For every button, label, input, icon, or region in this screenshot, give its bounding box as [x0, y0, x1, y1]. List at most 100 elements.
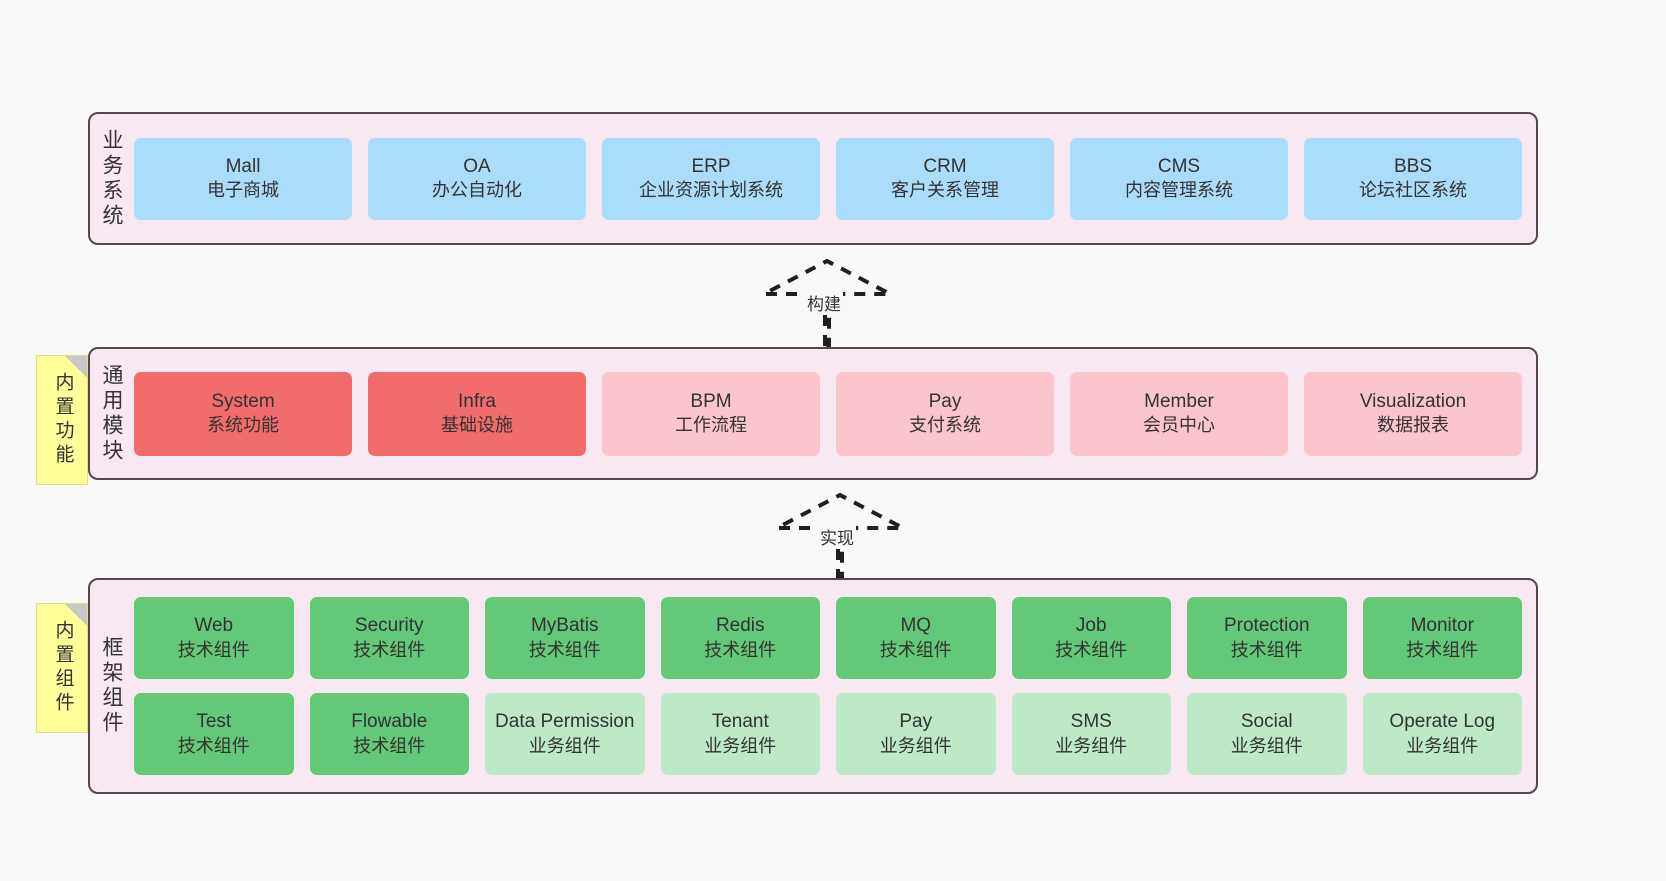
layer-label-framework-component: 框架组件 [90, 580, 132, 792]
card-title: Member [1144, 390, 1214, 412]
card-social[interactable]: Social 业务组件 [1187, 693, 1347, 775]
card-subtitle: 技术组件 [1406, 639, 1479, 660]
card-protection[interactable]: Protection 技术组件 [1187, 597, 1347, 679]
card-title: Social [1240, 711, 1293, 733]
card-subtitle: 支付系统 [909, 415, 981, 436]
card-title: Visualization [1359, 390, 1467, 412]
card-subtitle: 业务组件 [528, 735, 601, 756]
card-subtitle: 技术组件 [177, 735, 250, 756]
card-mybatis[interactable]: MyBatis 技术组件 [485, 597, 645, 679]
card-title: Pay [899, 711, 933, 733]
card-title: Tenant [711, 711, 769, 733]
card-pay-module[interactable]: Pay 支付系统 [836, 371, 1054, 456]
card-title: MQ [900, 615, 932, 637]
card-row-business: Mall 电子商城 OA 办公自动化 ERP 企业资源计划系统 CRM 客户关系… [134, 137, 1522, 220]
card-flowable[interactable]: Flowable 技术组件 [309, 693, 469, 775]
card-title: OA [463, 155, 491, 177]
card-subtitle: 数据报表 [1377, 415, 1449, 436]
card-title: Web [194, 615, 234, 637]
card-subtitle: 技术组件 [177, 639, 250, 660]
card-subtitle: 系统功能 [207, 415, 279, 436]
card-subtitle: 客户关系管理 [891, 180, 999, 201]
card-title: Protection [1223, 615, 1310, 637]
card-cms[interactable]: CMS 内容管理系统 [1070, 137, 1288, 220]
card-operate-log[interactable]: Operate Log 业务组件 [1362, 693, 1522, 775]
card-redis[interactable]: Redis 技术组件 [660, 597, 820, 679]
card-title: Redis [715, 615, 765, 637]
card-data-permission[interactable]: Data Permission 业务组件 [485, 693, 645, 775]
card-mall[interactable]: Mall 电子商城 [134, 137, 352, 220]
card-monitor[interactable]: Monitor 技术组件 [1362, 597, 1522, 679]
card-subtitle: 技术组件 [1230, 639, 1303, 660]
card-subtitle: 工作流程 [675, 415, 747, 436]
card-job[interactable]: Job 技术组件 [1011, 597, 1171, 679]
card-title: BPM [690, 390, 732, 412]
card-subtitle: 技术组件 [528, 639, 601, 660]
layer-label-common-module: 通用模块 [90, 349, 132, 478]
card-row-business-component: Test 技术组件 Flowable 技术组件 Data Permission … [134, 693, 1522, 775]
card-title: Infra [457, 390, 497, 412]
layer-title-framework-component: 框架组件 [100, 636, 124, 736]
layer-title-business-system: 业务系统 [100, 128, 124, 229]
card-web[interactable]: Web 技术组件 [134, 597, 294, 679]
card-mq[interactable]: MQ 技术组件 [836, 597, 996, 679]
note-builtin-component-text: 内置组件 [52, 620, 74, 716]
card-subtitle: 企业资源计划系统 [639, 180, 783, 201]
card-subtitle: 技术组件 [353, 735, 426, 756]
connector-implement-label: 实现 [818, 524, 856, 549]
layer-common-module[interactable]: 通用模块 System 系统功能 Infra 基础设施 BPM 工作流程 Pay [88, 347, 1538, 480]
card-bpm[interactable]: BPM 工作流程 [602, 371, 820, 456]
note-builtin-function-text: 内置功能 [52, 372, 74, 468]
card-sms[interactable]: SMS 业务组件 [1011, 693, 1171, 775]
card-system[interactable]: System 系统功能 [134, 371, 352, 456]
card-subtitle: 电子商城 [207, 180, 279, 201]
layer-label-business-system: 业务系统 [90, 114, 132, 243]
card-title: BBS [1393, 155, 1433, 177]
note-fold-corner-icon [65, 356, 87, 378]
card-title: System [211, 390, 275, 412]
card-row-common: System 系统功能 Infra 基础设施 BPM 工作流程 Pay 支付系统… [134, 371, 1522, 456]
card-oa[interactable]: OA 办公自动化 [368, 137, 586, 220]
card-title: Flowable [351, 711, 428, 733]
card-title: ERP [691, 155, 731, 177]
card-crm[interactable]: CRM 客户关系管理 [836, 137, 1054, 220]
layer-body-framework-component: Web 技术组件 Security 技术组件 MyBatis 技术组件 Redi… [132, 580, 1536, 792]
card-subtitle: 业务组件 [704, 735, 777, 756]
note-builtin-function[interactable]: 内置功能 [36, 355, 88, 485]
card-subtitle: 技术组件 [879, 639, 952, 660]
card-test[interactable]: Test 技术组件 [134, 693, 294, 775]
card-erp[interactable]: ERP 企业资源计划系统 [602, 137, 820, 220]
card-title: Pay [928, 390, 962, 412]
card-title: Monitor [1410, 615, 1474, 637]
card-subtitle: 办公自动化 [432, 180, 522, 201]
card-subtitle: 论坛社区系统 [1359, 180, 1467, 201]
card-bbs[interactable]: BBS 论坛社区系统 [1304, 137, 1522, 220]
card-visualization[interactable]: Visualization 数据报表 [1304, 371, 1522, 456]
note-fold-corner-icon [65, 604, 87, 626]
card-title: Security [354, 615, 424, 637]
card-subtitle: 业务组件 [1230, 735, 1303, 756]
card-infra[interactable]: Infra 基础设施 [368, 371, 586, 456]
card-pay-component[interactable]: Pay 业务组件 [836, 693, 996, 775]
layer-framework-component[interactable]: 框架组件 Web 技术组件 Security 技术组件 MyBatis 技术组件… [88, 578, 1538, 794]
card-subtitle: 内容管理系统 [1125, 180, 1233, 201]
card-subtitle: 技术组件 [1055, 639, 1128, 660]
card-title: Job [1075, 615, 1107, 637]
card-subtitle: 业务组件 [1055, 735, 1128, 756]
card-title: CRM [923, 155, 967, 177]
card-security[interactable]: Security 技术组件 [309, 597, 469, 679]
card-title: SMS [1070, 711, 1112, 733]
card-row-tech: Web 技术组件 Security 技术组件 MyBatis 技术组件 Redi… [134, 597, 1522, 679]
connector-implement: 实现 [770, 492, 915, 584]
note-builtin-component[interactable]: 内置组件 [36, 603, 88, 733]
card-title: Mall [225, 155, 261, 177]
card-title: CMS [1157, 155, 1201, 177]
card-tenant[interactable]: Tenant 业务组件 [660, 693, 820, 775]
card-title: MyBatis [530, 615, 599, 637]
card-title: Data Permission [495, 711, 635, 733]
card-title: Operate Log [1389, 711, 1496, 733]
card-subtitle: 业务组件 [879, 735, 952, 756]
layer-business-system[interactable]: 业务系统 Mall 电子商城 OA 办公自动化 ERP 企业资源计划系统 CRM [88, 112, 1538, 245]
card-member[interactable]: Member 会员中心 [1070, 371, 1288, 456]
